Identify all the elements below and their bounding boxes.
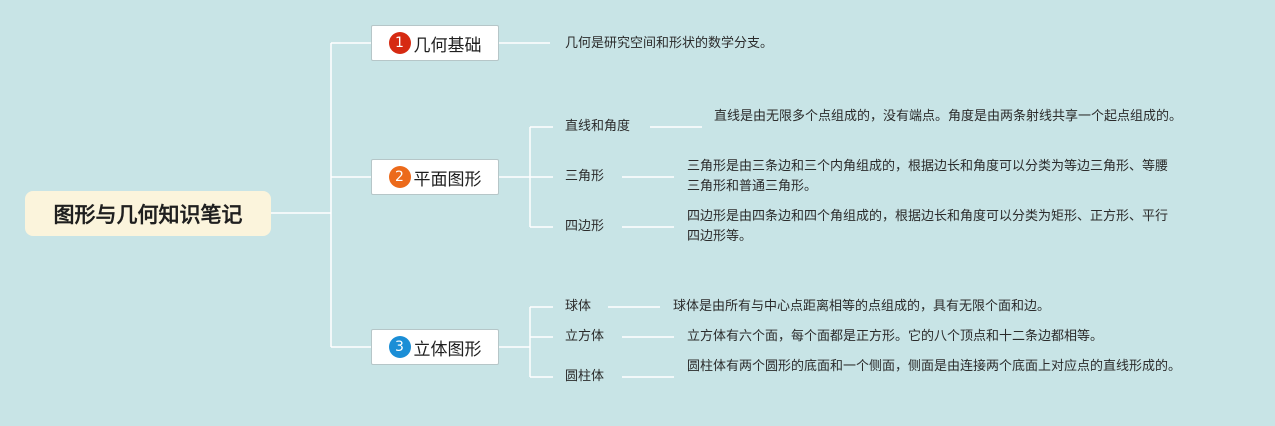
branch-node-plane-figures[interactable]: 2 平面图形 bbox=[371, 159, 499, 195]
root-node[interactable]: 图形与几何知识笔记 bbox=[25, 191, 271, 236]
topic-description: 三角形是由三条边和三个内角组成的，根据边长和角度可以分类为等边三角形、等腰三角形… bbox=[687, 159, 1169, 194]
topic-description: 四边形是由四条边和四个角组成的，根据边长和角度可以分类为矩形、正方形、平行四边形… bbox=[687, 209, 1169, 244]
number-badge-icon: 3 bbox=[388, 336, 411, 358]
branch-title: 平面图形 bbox=[413, 169, 482, 190]
branch-node-geometry-basics[interactable]: 1 几何基础 bbox=[371, 25, 499, 61]
number-badge-icon: 2 bbox=[388, 166, 411, 188]
root-title: 图形与几何知识笔记 bbox=[53, 202, 243, 227]
topic-sphere[interactable]: 球体 bbox=[565, 299, 592, 314]
topic-description: 圆柱体有两个圆形的底面和一个侧面，侧面是由连接两个底面上对应点的直线形成的。 bbox=[687, 359, 1182, 374]
branch-description: 几何是研究空间和形状的数学分支。 bbox=[565, 36, 774, 51]
topic-lines-and-angles[interactable]: 直线和角度 bbox=[565, 119, 631, 134]
topic-description: 直线是由无限多个点组成的，没有端点。角度是由两条射线共享一个起点组成的。 bbox=[714, 109, 1183, 124]
topic-cylinder[interactable]: 圆柱体 bbox=[565, 369, 605, 384]
branch-node-solid-figures[interactable]: 3 立体图形 bbox=[371, 329, 499, 365]
branch-title: 几何基础 bbox=[413, 35, 482, 56]
topic-cube[interactable]: 立方体 bbox=[565, 329, 605, 344]
topic-description: 球体是由所有与中心点距离相等的点组成的，具有无限个面和边。 bbox=[673, 299, 1051, 314]
branch-title: 立体图形 bbox=[413, 339, 482, 360]
topic-triangle[interactable]: 三角形 bbox=[565, 169, 605, 184]
topic-quadrilateral[interactable]: 四边形 bbox=[565, 219, 605, 234]
topic-description: 立方体有六个面，每个面都是正方形。它的八个顶点和十二条边都相等。 bbox=[687, 329, 1104, 344]
number-badge-icon: 1 bbox=[388, 32, 411, 54]
